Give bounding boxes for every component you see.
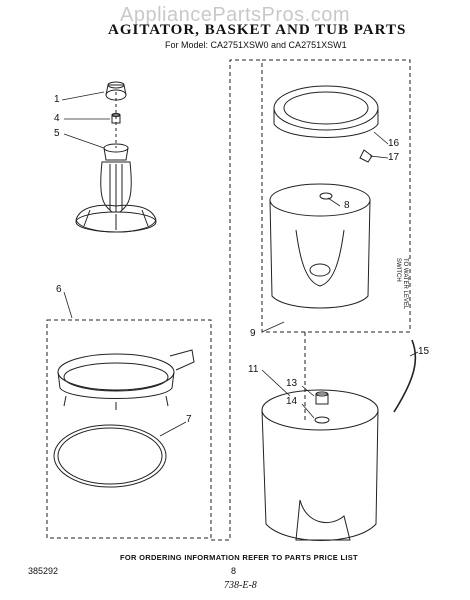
- ordering-note: FOR ORDERING INFORMATION REFER TO PARTS …: [120, 553, 358, 562]
- balance-ring-clip: [359, 149, 373, 163]
- callout-7: 7: [186, 414, 192, 425]
- model-line: For Model: CA2751XSW0 and CA2751XSW1: [165, 40, 347, 50]
- callout-15: 15: [418, 346, 430, 357]
- tub-ring: [57, 349, 195, 410]
- tub-nut: [315, 391, 329, 405]
- tub-seal: [314, 416, 330, 424]
- callout-17: 17: [388, 152, 400, 163]
- callout-16: 16: [388, 138, 400, 149]
- agitator-body: [75, 161, 157, 233]
- outer-tub: [261, 389, 379, 541]
- water-level-switch-label: TO WATER LEVEL SWITCH: [395, 258, 408, 310]
- callout-9: 9: [250, 328, 256, 339]
- callout-11: 11: [248, 364, 259, 375]
- tub-ring-group-box: [46, 319, 212, 539]
- watermark: AppliancePartsPros.com: [120, 4, 350, 26]
- balance-ring: [273, 85, 379, 138]
- page-number: 8: [231, 566, 237, 576]
- page-title: AGITATOR, BASKET AND TUB PARTS: [108, 22, 407, 38]
- callout-5: 5: [54, 128, 60, 139]
- agitator-nut: [111, 113, 121, 124]
- water-level-hose: [393, 339, 417, 413]
- handwritten-note: 738-E-8: [224, 580, 257, 591]
- washer-basket: [269, 183, 371, 309]
- basket-group-box: [261, 59, 411, 333]
- callout-14: 14: [286, 396, 298, 407]
- callout-4: 4: [54, 113, 60, 124]
- agitator-cap: [105, 81, 127, 101]
- document-code: 385292: [28, 566, 59, 576]
- callout-1: 1: [54, 94, 60, 105]
- callout-6: 6: [56, 284, 62, 295]
- callout-13: 13: [286, 378, 298, 389]
- tub-ring-seal: [53, 424, 167, 488]
- callout-8: 8: [344, 200, 350, 211]
